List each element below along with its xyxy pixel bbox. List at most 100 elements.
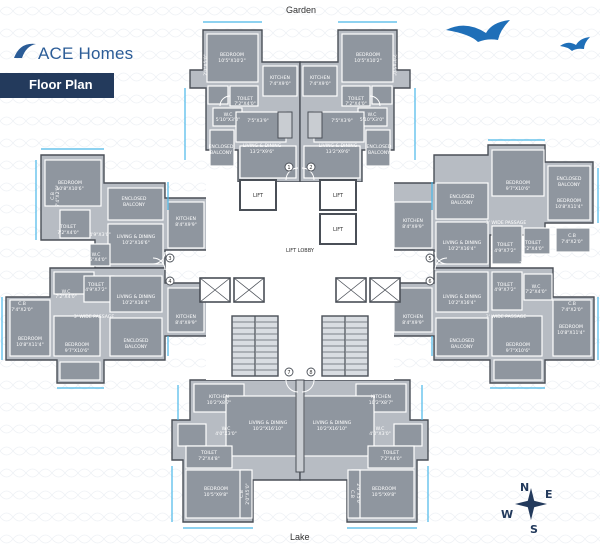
compass-w: W [501, 508, 513, 521]
br-wc: W.C [376, 426, 385, 432]
mark-1: 1 [287, 165, 290, 171]
bl-toilet: TOILET [200, 450, 217, 456]
room-labels: BEDROOM 10'5"X10'2" KITCHEN 7'4"X9'0" TO… [11, 52, 585, 505]
core-labels: LIFT LIFT LIFT LIFT LOBBY [253, 193, 344, 254]
lu-bedroom-size: 10'8"X10'6" [56, 186, 83, 192]
bl-living: LIVING & DINING [249, 420, 288, 426]
br-kitchen: KITCHEN [371, 394, 391, 400]
bl-cb-size: 2'0"X5'0" [245, 483, 251, 505]
tl-living-size: 13'2"X9'6" [250, 149, 275, 155]
lake-label: Lake [290, 532, 310, 542]
mark-3: 3 [168, 256, 171, 262]
tr-passage: 7'5"X3'9" [331, 118, 353, 124]
tr-balcony-2: BALCONY [368, 150, 390, 156]
tr-kitchen: KITCHEN [310, 75, 330, 81]
lu-toilet-size: 7'2"X4'0" [57, 230, 79, 236]
ll-balcony-2: BALCONY [125, 344, 147, 350]
stair-marks [165, 162, 435, 377]
tr-toilet-size: 7'2"X4'0" [345, 101, 367, 107]
ru-cb: C.B [568, 233, 576, 239]
br-bedroom: BEDROOM [372, 486, 396, 492]
tr-wc-size: 5'10"X3'0" [360, 117, 385, 123]
br-living-size: 10'2"X16'10" [317, 426, 347, 432]
ru-wc-size: 7'2"X4'0" [519, 261, 541, 267]
bl-cb: C.B [239, 490, 245, 498]
ru-living: LIVING & DINING [443, 240, 482, 246]
tl-balcony: ENCLOSED [209, 144, 234, 150]
tl-toilet: TOILET [236, 96, 253, 102]
lift-label-2: LIFT [333, 193, 344, 199]
tl-kitchen: KITCHEN [270, 75, 290, 81]
ru-toilet2-size: 7'2"X4'0" [522, 246, 544, 252]
bl-kitchen-size: 10'2"X8'7" [207, 400, 232, 406]
tl-cb-size: 2'0"X5'0" [203, 54, 209, 76]
rl-toilet-size: 4'9"X7'2" [494, 287, 516, 293]
lift-lobby-label: LIFT LOBBY [286, 248, 315, 254]
ru-bedroom2-size: 10'8"X11'4" [555, 204, 582, 210]
rl-living-size: 10'2"X16'4" [448, 300, 475, 306]
tr-cb: C.B [396, 61, 402, 69]
br-kitchen-size: 10'2"X8'7" [369, 400, 394, 406]
lu-living: LIVING & DINING [117, 234, 156, 240]
lu-cb-size: 7'4"X2'0" [55, 185, 61, 207]
lu-living-size: 10'2"X16'6" [122, 240, 149, 246]
mark-8: 8 [309, 370, 312, 376]
ll-cb-size: 7'4"X2'0" [11, 307, 33, 313]
tl-cb: C.B [198, 61, 204, 69]
room-floors [9, 33, 592, 519]
ll-wc-size: 7'2"X4'0" [55, 294, 77, 300]
tl-wc: W.C [224, 112, 233, 118]
ru-bedroom-size: 9'7"X10'6" [506, 186, 531, 192]
ru-kitchen-size: 8'4"X9'9" [402, 224, 424, 230]
ll-balcony: ENCLOSED [124, 338, 149, 344]
lu-toilet: TOILET [59, 224, 76, 230]
br-cb: C.B [349, 490, 355, 498]
lu-balcony: ENCLOSED [122, 196, 147, 202]
ll-toilet: TOILET [87, 282, 104, 288]
bl-toilet-size: 7'2"X4'8" [198, 456, 220, 462]
ru-balcony-side-2: BALCONY [558, 182, 580, 188]
rl-bedroom: BEDROOM [559, 324, 583, 330]
bl-living-size: 10'2"X16'10" [253, 426, 283, 432]
ll-bedroom2: BEDROOM [65, 342, 89, 348]
garden-label: Garden [286, 5, 317, 15]
ll-kitchen-size: 8'4"X9'9" [175, 320, 197, 326]
br-bedroom-size: 10'5"X9'8" [372, 492, 397, 498]
ll-bedroom: BEDROOM [18, 336, 42, 342]
ru-balcony: ENCLOSED [450, 194, 475, 200]
bl-kitchen: KITCHEN [209, 394, 229, 400]
bird-illustration [446, 20, 590, 51]
ru-balcony-2: BALCONY [451, 200, 473, 206]
br-cb-size: 2'0"X5'0" [355, 483, 361, 505]
lu-balcony-2: BALCONY [123, 202, 145, 208]
ru-cb-size: 7'4"X2'0" [561, 239, 583, 245]
ru-kitchen: KITCHEN [403, 218, 423, 224]
bl-bedroom: BEDROOM [204, 486, 228, 492]
tr-wc: W.C [368, 112, 377, 118]
tr-living: LIVING & DINING [319, 143, 358, 149]
rl-toilet: TOILET [496, 282, 513, 288]
ll-wc: W.C [62, 289, 71, 295]
tr-living-size: 13'2"X9'6" [326, 149, 351, 155]
ru-bedroom2: BEDROOM [557, 198, 581, 204]
compass-e: E [545, 488, 553, 501]
brand-logo-icon [14, 43, 36, 58]
ll-kitchen: KITCHEN [176, 314, 196, 320]
central-core [199, 111, 401, 473]
tl-bedroom: BEDROOM [220, 52, 244, 58]
banner-title: Floor Plan [29, 77, 93, 92]
ru-toilet-size: 4'9"X7'2" [494, 248, 516, 254]
bl-wc-size: 4'0"X3'0" [215, 431, 237, 437]
br-toilet: TOILET [382, 450, 399, 456]
rl-cb: C.B [568, 301, 576, 307]
rl-wc-size: 7'2"X4'0" [525, 289, 547, 295]
rl-wc: W.C [532, 284, 541, 290]
mark-4: 4 [168, 279, 171, 285]
ru-living-size: 10'2"X16'4" [448, 246, 475, 252]
rl-passage: 3' WIDE PASSAGE [486, 314, 527, 320]
rl-balcony: ENCLOSED [450, 338, 475, 344]
compass-icon: N E S W [501, 481, 553, 536]
rl-kitchen-size: 8'4"X9'9" [402, 320, 424, 326]
